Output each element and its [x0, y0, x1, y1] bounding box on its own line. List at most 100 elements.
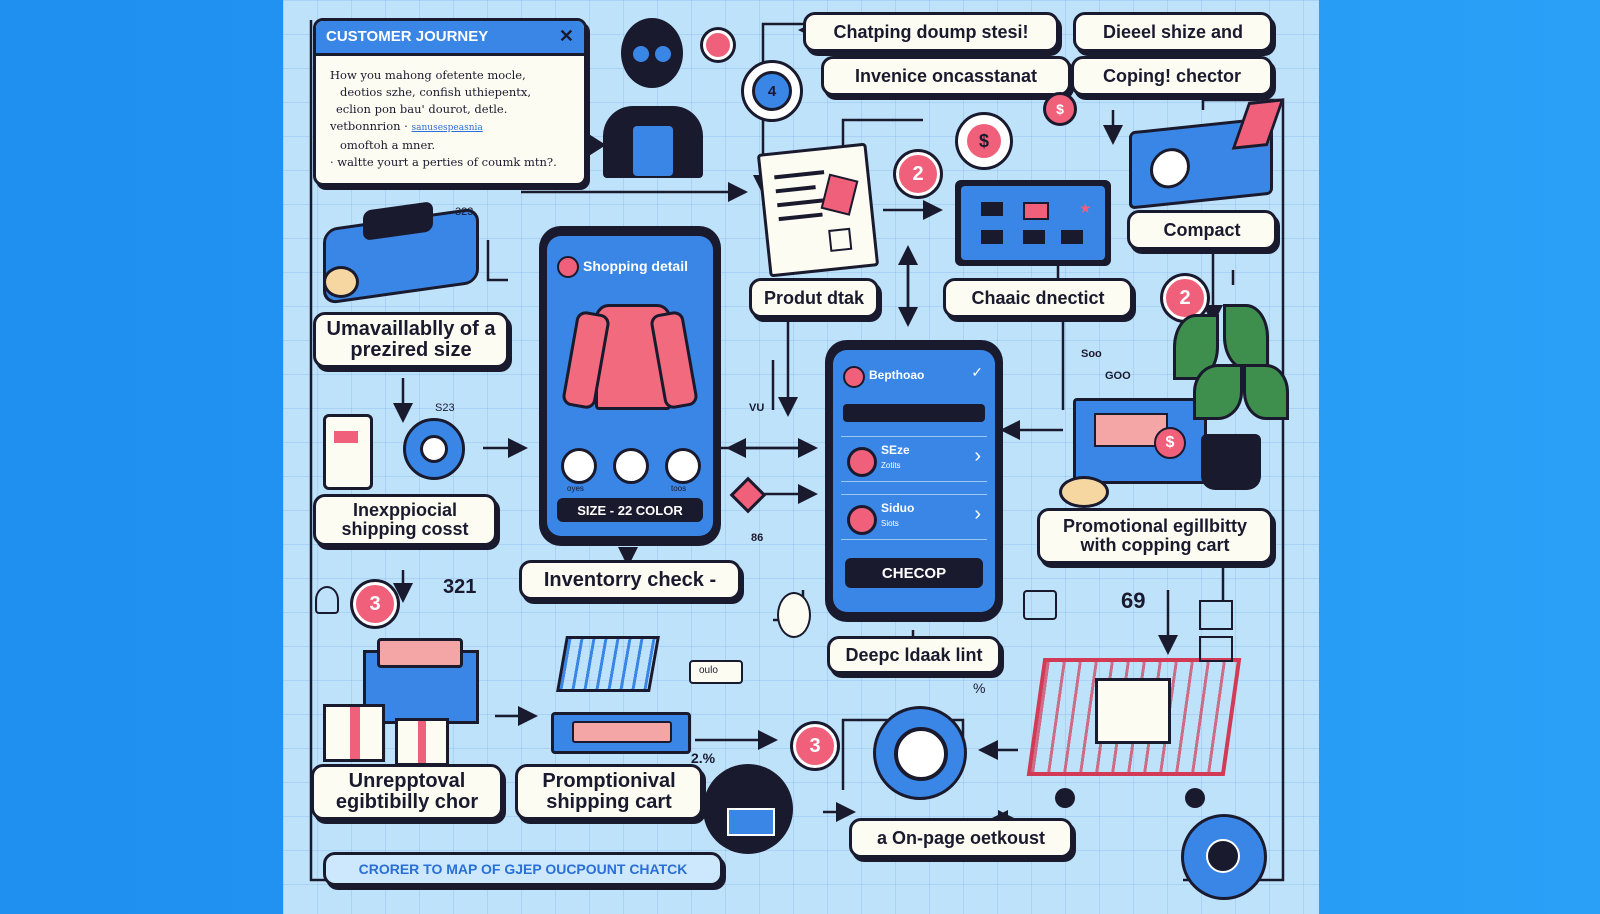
- step-badge-top: [703, 30, 733, 60]
- monitor-tile: [981, 202, 1003, 216]
- agent-body: [603, 106, 703, 178]
- dollar-icon-inner: $: [967, 124, 1001, 158]
- chevron-right-icon: ›: [974, 445, 981, 467]
- camera-box: [1129, 98, 1285, 210]
- label-onpage-checkout: a On-page oetkoust: [849, 818, 1073, 858]
- row-dot-icon: [847, 447, 877, 477]
- monitor-display: ★: [955, 180, 1111, 266]
- lightbulb-icon: [315, 586, 339, 614]
- color-option-icon[interactable]: [561, 448, 597, 484]
- agent-apron: [633, 126, 673, 176]
- scan-button-icon[interactable]: [1181, 814, 1267, 900]
- size-color-selector[interactable]: SIZE - 22 COLOR: [557, 498, 703, 522]
- heart-chat-icon: [1199, 636, 1233, 662]
- list-item[interactable]: Siduo Siots ›: [841, 494, 987, 540]
- search-bar[interactable]: [843, 404, 985, 422]
- label-unexceptional-eligibility: Unrepptoval egibtibilly chor: [311, 764, 503, 820]
- small-box: [395, 718, 449, 766]
- scan-button-center: [1206, 839, 1240, 873]
- user-package-icon: [703, 764, 793, 854]
- journey-card-title: CUSTOMER JOURNEY: [326, 28, 489, 45]
- chat-bubble-number: 4: [767, 82, 777, 100]
- chat-bubble-icon: 4: [741, 60, 803, 122]
- agent-head: [621, 18, 683, 88]
- phone-screen: Shopping detail oyes toos SIZE - 22 COLO…: [547, 236, 713, 536]
- speech-tail: [584, 131, 606, 159]
- journey-link[interactable]: sanusespeasnia: [411, 123, 483, 133]
- tag-goo: GOO: [1105, 370, 1131, 382]
- cart-wheel: [1185, 788, 1205, 808]
- step-badge-2: 2: [1163, 276, 1207, 320]
- shopping-cart-small: [551, 626, 661, 706]
- close-icon[interactable]: ✕: [558, 26, 574, 46]
- step-badge-3: 3: [353, 582, 397, 626]
- dollar-badge-icon: $: [1043, 92, 1077, 126]
- tag-69: 69: [1121, 588, 1146, 613]
- label-chatping-down: Chatping doump stesi!: [803, 12, 1059, 52]
- phone-title: Shopping detail: [583, 258, 688, 274]
- small-phone-icon: [323, 414, 373, 490]
- plant-leaf: [1243, 364, 1289, 420]
- journey-map-board: CUSTOMER JOURNEY ✕ How you mahong ofeten…: [283, 0, 1319, 914]
- loading-ring-icon: [873, 706, 967, 800]
- monitor-tile: [1023, 230, 1045, 244]
- journey-card-header: CUSTOMER JOURNEY ✕: [316, 21, 584, 56]
- tray: [551, 712, 691, 754]
- list-item[interactable]: SEze Zotits ›: [841, 436, 987, 482]
- journey-line: deotios szhe, confish uthiepentx,: [340, 85, 532, 99]
- phone-product-detail: Shopping detail oyes toos SIZE - 22 COLO…: [539, 226, 721, 546]
- monitor-tile: [981, 230, 1003, 244]
- tag-icon: [820, 173, 859, 216]
- camera-lens: [1150, 146, 1190, 191]
- monitor-tile: [1061, 230, 1083, 244]
- tray-box: $: [1073, 398, 1207, 484]
- payment-terminal: [323, 196, 481, 305]
- label-promotional-shipping-cart: Promptionival shipping cart: [515, 764, 703, 820]
- label-product-detail: Produt dtak: [749, 278, 879, 318]
- hat-option-icon[interactable]: [613, 448, 649, 484]
- potted-plant: [1163, 304, 1293, 494]
- journey-line: eclion pon bau' dourot, detle.: [336, 102, 508, 116]
- box-stripe: [350, 707, 360, 759]
- coin-stack: [1059, 476, 1109, 508]
- receipt-document: [756, 142, 880, 278]
- checkout-header: Bepthoao: [869, 368, 925, 382]
- journey-line: vetbonnrion: [330, 119, 401, 133]
- row-title: Siduo: [881, 501, 915, 515]
- balloon-icon: [777, 592, 811, 638]
- target-icon: [403, 418, 465, 480]
- step-badge-2: 2: [896, 152, 940, 196]
- package-icon: [727, 808, 775, 836]
- label-compact: Compact: [1127, 210, 1277, 250]
- row-subtitle: Siots: [881, 519, 899, 528]
- monitor-tile: [1023, 202, 1049, 220]
- row-subtitle: Zotits: [881, 461, 901, 470]
- label-chaic-direct: Chaaic dnectict: [943, 278, 1133, 318]
- plant-leaf: [1223, 304, 1269, 370]
- checkout-button[interactable]: CHECOP: [845, 558, 983, 588]
- journey-card-body: How you mahong ofetente mocle, deotios s…: [330, 67, 574, 171]
- label-inexplicit-shipping: Inexppiocial shipping cosst: [313, 494, 497, 546]
- label-diesel-size: Dieeel shize and: [1073, 12, 1273, 52]
- agent-eye: [655, 46, 671, 62]
- tool-option-icon[interactable]: [665, 448, 701, 484]
- option-label: oyes: [567, 484, 584, 493]
- journey-line: omoftoh a mner.: [340, 138, 436, 152]
- checkbox-icon: [828, 227, 853, 252]
- box-stripe: [418, 721, 426, 763]
- cart-item: [1095, 678, 1171, 744]
- phone-screen: Bepthoao ✓ SEze Zotits › Siduo Siots › C…: [833, 350, 995, 612]
- phone-checkout: Bepthoao ✓ SEze Zotits › Siduo Siots › C…: [825, 340, 1003, 622]
- phone-title-dot-icon: [557, 256, 579, 278]
- oulo-text: oulo: [699, 665, 718, 676]
- journey-line: · waltte yourt a perties of coumk mtn?.: [330, 155, 557, 169]
- customer-journey-card: CUSTOMER JOURNEY ✕ How you mahong ofeten…: [313, 18, 606, 186]
- plant-pot: [1201, 434, 1261, 490]
- doc-line: [774, 170, 825, 180]
- tag-s23: S23: [435, 402, 455, 414]
- tag-soo: Soo: [1081, 348, 1102, 360]
- star-icon: ★: [1079, 200, 1092, 216]
- small-phone-screen: [334, 431, 358, 443]
- monitor-screen: ★: [961, 186, 1105, 260]
- box-contents: [377, 638, 463, 668]
